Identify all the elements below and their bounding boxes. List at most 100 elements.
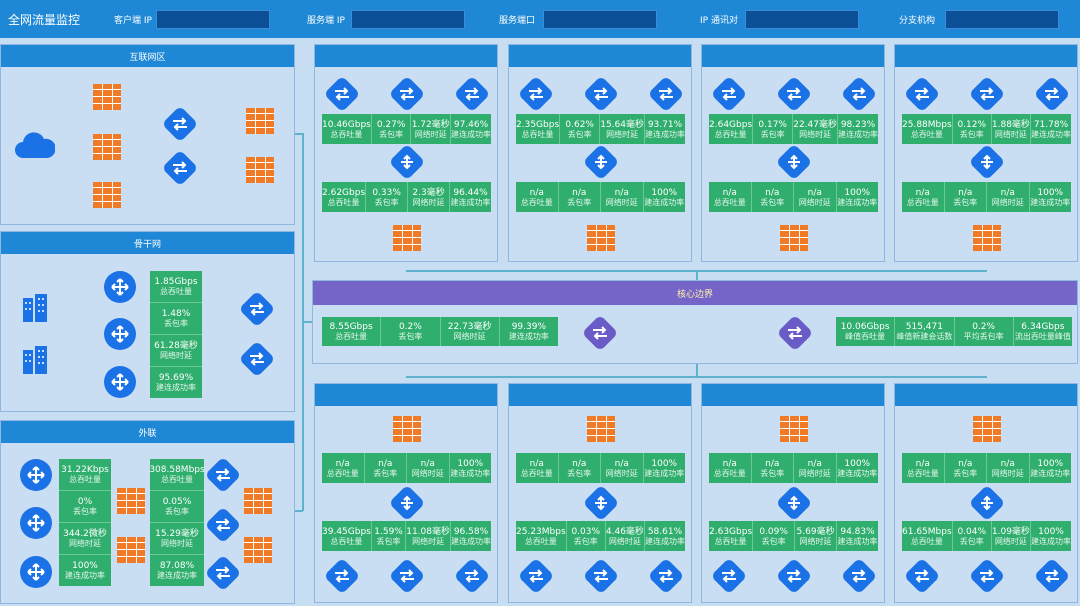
- metric-value: 0.09%: [759, 526, 788, 537]
- metric-value: 94.83%: [840, 526, 875, 537]
- switch-icon[interactable]: [323, 75, 361, 113]
- router-icon[interactable]: [104, 271, 136, 303]
- metric-value: n/a: [765, 187, 780, 198]
- switch-icon[interactable]: [776, 314, 814, 352]
- hub-icon[interactable]: [968, 484, 1006, 522]
- metric-label: 建连成功率: [1031, 536, 1071, 546]
- client-ip-input[interactable]: [156, 10, 270, 29]
- switch-icon[interactable]: [517, 557, 555, 595]
- metric-value: 0.62%: [565, 119, 594, 130]
- switch-icon[interactable]: [238, 340, 276, 378]
- hub-icon[interactable]: [968, 143, 1006, 181]
- metric-value: n/a: [807, 458, 822, 469]
- metric-label: 丢包率: [567, 468, 592, 478]
- firewall-icon: [973, 416, 1001, 442]
- metric-label: 网络时延: [605, 468, 638, 478]
- switch-icon[interactable]: [453, 557, 491, 595]
- switch-icon[interactable]: [388, 557, 426, 595]
- metric-value: 8.55Gbps: [329, 322, 373, 332]
- metric-value: n/a: [529, 458, 544, 469]
- internet-zone-title: 互联网区: [1, 45, 294, 67]
- hub-icon[interactable]: [582, 484, 620, 522]
- metric-label: 丢包率: [959, 129, 984, 139]
- hub-icon[interactable]: [388, 484, 426, 522]
- switch-icon[interactable]: [581, 314, 619, 352]
- switch-icon[interactable]: [840, 75, 878, 113]
- switch-icon[interactable]: [323, 557, 361, 595]
- switch-icon[interactable]: [775, 75, 813, 113]
- switch-icon[interactable]: [582, 75, 620, 113]
- switch-icon[interactable]: [204, 456, 242, 494]
- server-port-input[interactable]: [543, 10, 657, 29]
- switch-icon[interactable]: [453, 75, 491, 113]
- datacenter-icon: [23, 346, 47, 374]
- metric-value: 2.62Gbps: [322, 187, 366, 198]
- metric-label: 建连成功率: [451, 129, 492, 139]
- router-icon[interactable]: [20, 556, 52, 588]
- switch-icon[interactable]: [204, 554, 242, 592]
- metric-label: 建连成功率: [1030, 468, 1071, 478]
- metric-label: 网络时延: [453, 332, 486, 341]
- metric-label: 流出吞吐量峰值: [1014, 332, 1071, 341]
- switch-icon[interactable]: [775, 557, 813, 595]
- metric-value: 0.27%: [376, 119, 406, 130]
- connector-line: [295, 510, 303, 512]
- metric-value: 31.22Kbps: [61, 465, 109, 475]
- switch-icon[interactable]: [710, 557, 748, 595]
- switch-icon[interactable]: [1033, 75, 1071, 113]
- metric-value: 25.23Mbps: [516, 526, 566, 537]
- hub-icon[interactable]: [775, 143, 813, 181]
- switch-icon[interactable]: [161, 149, 199, 187]
- metric-value: n/a: [529, 187, 544, 198]
- metric-value: 308.58Mbps: [149, 465, 205, 475]
- metric-value: 22.47毫秒: [793, 119, 837, 130]
- metric-value: 71.78%: [1033, 119, 1069, 130]
- switch-icon[interactable]: [968, 75, 1006, 113]
- firewall-icon: [246, 108, 274, 134]
- hub-icon[interactable]: [388, 143, 426, 181]
- switch-icon[interactable]: [647, 75, 685, 113]
- metric-value: 99.39%: [511, 322, 547, 332]
- metric-label: 建连成功率: [157, 571, 197, 580]
- switch-icon[interactable]: [582, 557, 620, 595]
- switch-icon[interactable]: [204, 506, 242, 544]
- metric-label: 建连成功率: [450, 468, 491, 478]
- switch-icon[interactable]: [840, 557, 878, 595]
- router-icon[interactable]: [104, 366, 136, 398]
- router-icon[interactable]: [104, 318, 136, 350]
- metric-label: 平均丢包率: [963, 332, 1004, 341]
- metric-value: 5.69毫秒: [796, 526, 835, 537]
- metric-label: 总吞吐量: [520, 468, 553, 478]
- metric-value: n/a: [915, 187, 930, 198]
- hub-icon[interactable]: [582, 143, 620, 181]
- switch-icon[interactable]: [388, 75, 426, 113]
- switch-icon[interactable]: [968, 557, 1006, 595]
- switch-icon[interactable]: [647, 557, 685, 595]
- metric-value: 1.88毫秒: [991, 119, 1030, 130]
- branch-input[interactable]: [945, 10, 1059, 29]
- metric-value: 61.28毫秒: [154, 341, 198, 351]
- switch-icon[interactable]: [903, 557, 941, 595]
- metric-value: 6.34Gbps: [1021, 322, 1065, 332]
- switch-icon[interactable]: [903, 75, 941, 113]
- switch-icon[interactable]: [238, 290, 276, 328]
- switch-icon[interactable]: [161, 105, 199, 143]
- ip-pair-input[interactable]: [745, 10, 859, 29]
- connector-line: [295, 133, 303, 135]
- metric-value: 100%: [651, 187, 678, 198]
- switch-icon[interactable]: [1033, 557, 1071, 595]
- firewall-icon: [587, 416, 615, 442]
- router-icon[interactable]: [20, 507, 52, 539]
- server-ip-input[interactable]: [351, 10, 465, 29]
- backbone-title: 骨干网: [1, 232, 294, 254]
- metric-label: 总吞吐量: [906, 197, 939, 207]
- hub-icon[interactable]: [775, 484, 813, 522]
- router-icon[interactable]: [20, 459, 52, 491]
- switch-icon[interactable]: [517, 75, 555, 113]
- firewall-icon: [244, 488, 272, 514]
- switch-icon[interactable]: [710, 75, 748, 113]
